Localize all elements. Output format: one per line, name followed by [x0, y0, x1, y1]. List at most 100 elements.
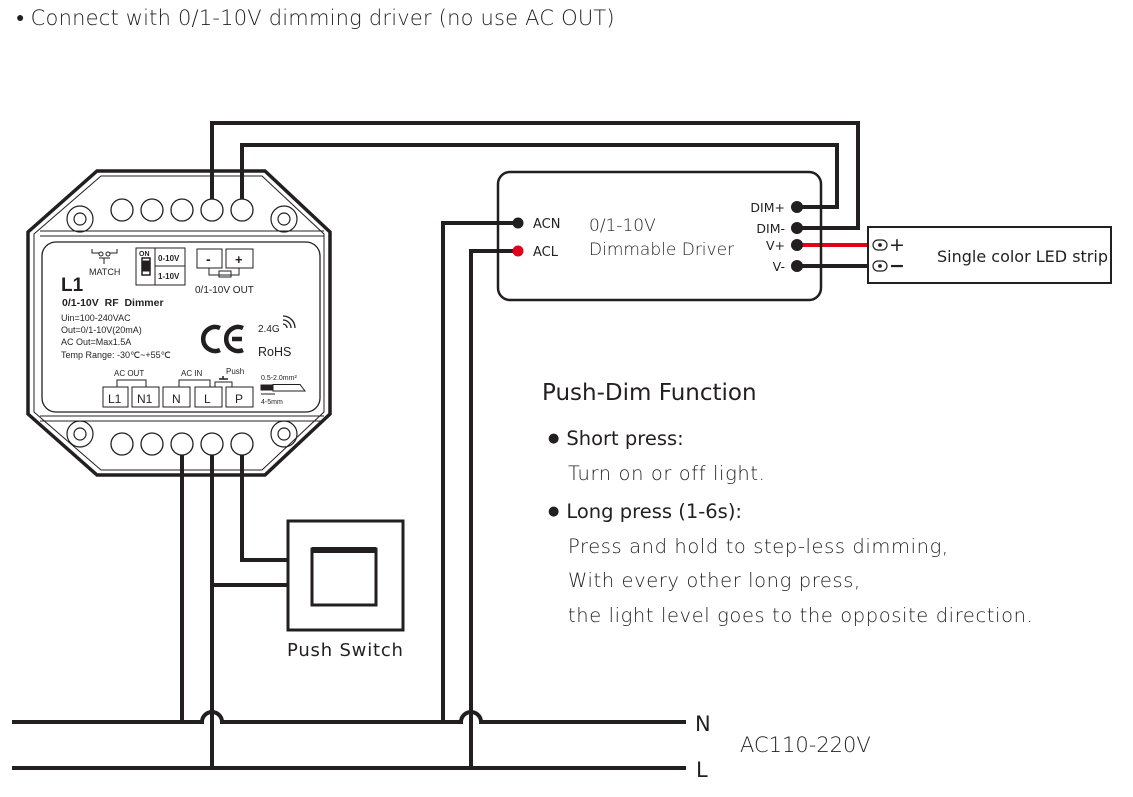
- terminal-v-plus: [791, 239, 803, 251]
- bullet-icon: ●: [548, 504, 560, 519]
- screw-hole-p: [230, 432, 254, 456]
- screw-hole-l: [200, 432, 224, 456]
- bottom-terminal-screws: [110, 432, 254, 456]
- wire-dim-minus: [210, 121, 860, 230]
- screw-hole: [110, 198, 134, 222]
- terminal-acl: [512, 245, 524, 257]
- switch-on-label: ON: [139, 251, 150, 258]
- mount-ear-top-right: [270, 205, 298, 233]
- top-terminal-screws: [110, 198, 254, 222]
- ac-out-label: AC OUT: [114, 369, 144, 378]
- terminal-label: L1: [108, 392, 122, 406]
- wire-dim-plus: [240, 143, 839, 209]
- screw-hole-n: [170, 432, 194, 456]
- spec-line: AC Out=Max1.5A: [61, 337, 131, 347]
- heading-bullet: ●: [16, 10, 25, 26]
- mains-n-label: N: [695, 712, 711, 736]
- model-label: L1: [61, 275, 84, 296]
- driver-output-v-minus: V-: [773, 259, 785, 274]
- terminal-p-icon: [225, 386, 254, 408]
- driver-box: [496, 170, 823, 302]
- screw-hole: [140, 198, 164, 222]
- function-item-desc: Press and hold to step-less dimming,: [568, 535, 949, 558]
- spec-line: Out=0/1-10V(20mA): [61, 325, 142, 335]
- device-name: 0/1-10V RF Dimmer: [62, 297, 164, 309]
- terminal-dim-plus: [791, 201, 803, 213]
- driver-title-1: 0/1-10V: [589, 216, 656, 236]
- terminal-l-icon: [194, 386, 223, 408]
- terminal-label: L: [204, 392, 211, 406]
- push-switch-button-top: [312, 547, 376, 553]
- spec-line: Uin=100-240VAC: [61, 313, 131, 323]
- led-minus-label: −: [889, 255, 905, 277]
- function-item-title: Long press (1-6s):: [566, 500, 743, 523]
- terminal-v-minus: [791, 260, 803, 272]
- driver-output-dim-plus: DIM+: [750, 200, 785, 215]
- wireless-label: 2.4G: [258, 324, 280, 335]
- out-minus-label: -: [206, 251, 211, 267]
- wire-acl: [469, 249, 518, 768]
- led-strip-label: Single color LED strip: [937, 247, 1108, 266]
- out-label: 0/1-10V OUT: [195, 285, 254, 296]
- mains-n-line: [12, 710, 686, 724]
- function-item-short-press: ● Short press:: [548, 427, 684, 450]
- wire-strip-icon: [260, 384, 274, 391]
- led-strip-box: [867, 226, 1112, 284]
- terminal-label: N: [172, 392, 181, 406]
- screw-hole-dim-minus: [230, 198, 254, 222]
- driver-output-dim-minus: DIM-: [756, 221, 785, 236]
- function-item-title: Short press:: [566, 427, 684, 450]
- led-strip-pads: [872, 239, 888, 272]
- mains-l-label: L: [696, 758, 708, 782]
- push-switch-body: [286, 519, 405, 632]
- controller-label-text: MATCH ON 0-10V 1-10V - + 0/1-10V OUT L1 …: [61, 251, 297, 406]
- driver-input-acl: ACL: [533, 245, 559, 260]
- ce-mark-icon: [201, 324, 244, 354]
- match-button-icon: [91, 249, 118, 254]
- terminal-l1-icon: [102, 386, 129, 408]
- terminal-dim-minus: [791, 222, 803, 234]
- spec-line: Temp Range: -30℃~+55℃: [61, 350, 171, 360]
- terminal-n-icon: [162, 386, 191, 408]
- out-plus-label: +: [235, 252, 243, 267]
- wire-acn: [441, 221, 518, 722]
- heading-text: Connect with 0/1-10V dimming driver (no …: [30, 6, 615, 30]
- terminal-label: N1: [137, 392, 153, 406]
- push-label: Push: [226, 367, 244, 376]
- function-item-desc: With every other long press,: [568, 569, 861, 592]
- mains-voltage-label: AC110-220V: [740, 733, 871, 757]
- wireless-icon: [282, 315, 296, 329]
- function-item-desc: the light level goes to the opposite dir…: [568, 604, 1034, 627]
- screw-hole-dim-plus: [200, 198, 224, 222]
- switch-option-0-10v: 0-10V: [158, 254, 180, 263]
- page-heading: ● Connect with 0/1-10V dimming driver (no…: [16, 6, 615, 30]
- bullet-icon: ●: [548, 431, 560, 446]
- screw-hole: [170, 198, 194, 222]
- mount-ear-bottom-left: [66, 420, 94, 448]
- driver-input-acn: ACN: [533, 217, 560, 232]
- wire-push-p: [240, 455, 289, 562]
- function-title: Push-Dim Function: [542, 380, 757, 406]
- controller-label-graphics: [91, 247, 307, 408]
- mount-ear-bottom-right: [270, 420, 298, 448]
- function-item-long-press: ● Long press (1-6s):: [548, 500, 742, 523]
- led-plus-label: +: [889, 234, 905, 256]
- terminal-acn: [512, 217, 524, 229]
- ac-in-label: AC IN: [181, 369, 203, 378]
- strip-length-label: 4-5mm: [261, 399, 283, 406]
- driver-text: ACN ACL 0/1-10V Dimmable Driver DIM+ DIM…: [287, 200, 1108, 782]
- push-switch-label: Push Switch: [287, 640, 404, 661]
- driver-output-v-plus: V+: [766, 238, 785, 253]
- screw-hole-l1: [110, 432, 134, 456]
- wire-gauge-label: 0.5-2.0mm²: [261, 375, 297, 382]
- driver-title-2: Dimmable Driver: [589, 240, 734, 260]
- mount-ear-top-left: [66, 205, 94, 233]
- screw-hole-n1: [140, 432, 164, 456]
- terminal-label: P: [235, 392, 243, 406]
- rohs-label: RoHS: [258, 345, 291, 359]
- match-label: MATCH: [89, 267, 120, 277]
- controller-housing: [26, 169, 332, 477]
- wires: [12, 121, 876, 770]
- switch-option-1-10v: 1-10V: [158, 272, 180, 281]
